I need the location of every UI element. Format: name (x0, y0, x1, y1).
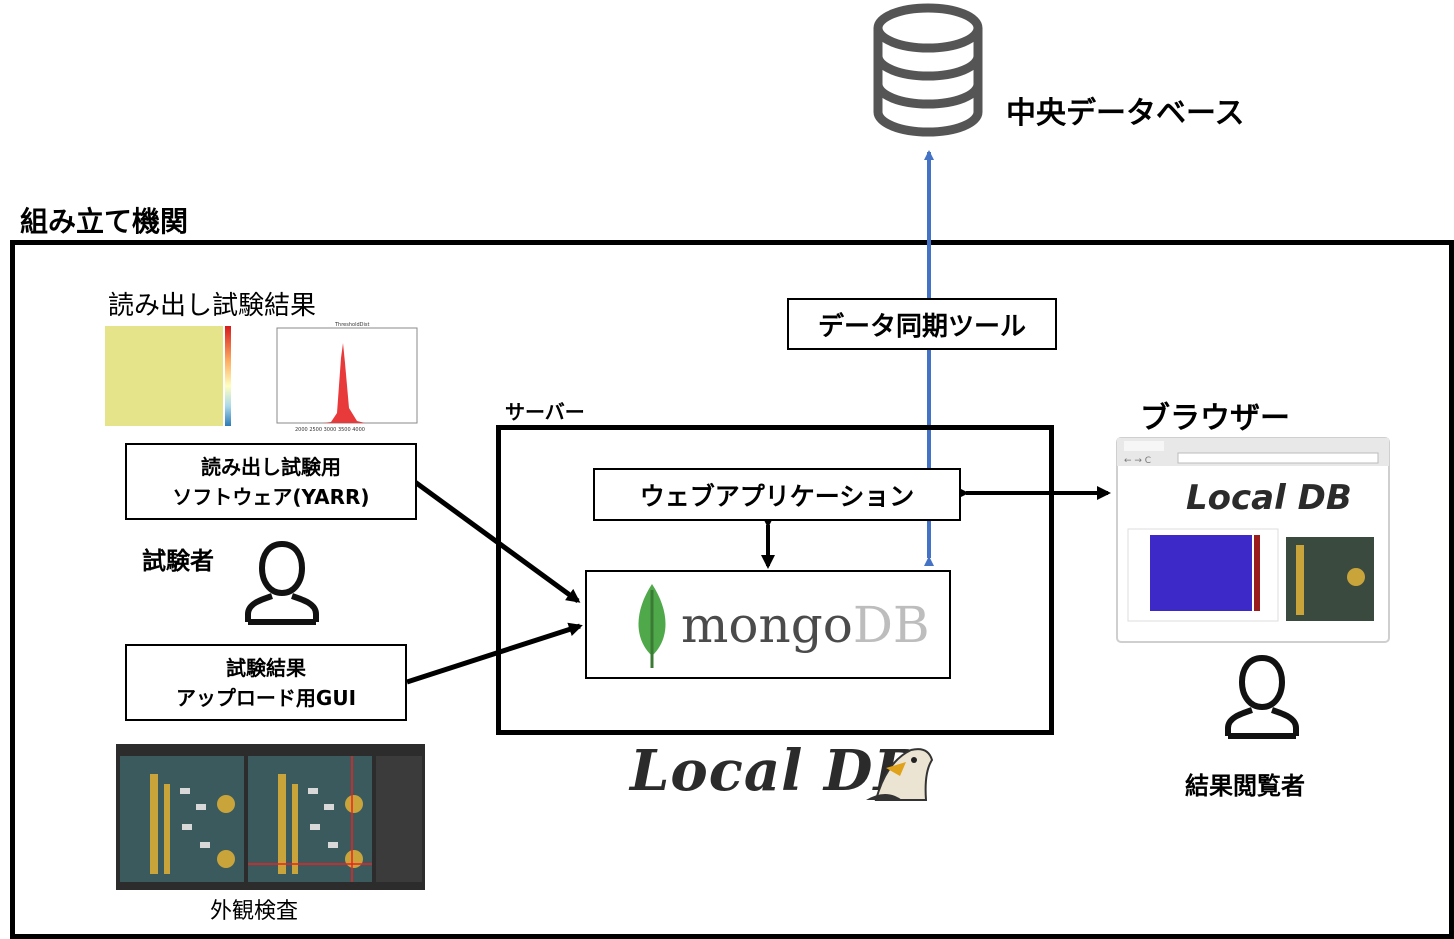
localdb-logo: Local DB (630, 738, 922, 804)
central-db-label: 中央データベース (1006, 96, 1245, 131)
tester-user-icon (245, 540, 319, 625)
yarr-line2: ソフトウェア(YARR) (172, 484, 370, 509)
gui-to-mongo-arrow (406, 622, 583, 685)
readout-plots: ThresholdDist 2000 2500 3000 3500 4000 (105, 322, 418, 433)
readout-results-label: 読み出し試験結果 (108, 291, 317, 321)
viewer-label: 結果閲覧者 (1185, 772, 1305, 800)
browser-window-image: ← → C Local DB (1116, 437, 1390, 643)
visual-inspection-label: 外観検査 (210, 899, 299, 924)
eagle-icon (866, 748, 934, 801)
viewer-user-icon (1225, 654, 1299, 739)
svg-text:ThresholdDist: ThresholdDist (334, 322, 369, 328)
visual-inspection-image (116, 744, 425, 890)
mongodb-leaf-icon (638, 583, 666, 668)
browser-label: ブラウザー (1140, 401, 1290, 436)
svg-text:← → C: ← → C (1124, 456, 1151, 466)
mongodb-text: mongoDB (681, 595, 930, 654)
svg-text:2000 2500 3000 3500 40: 2000 2500 3000 3500 4000 (295, 427, 365, 433)
org-frame (10, 240, 1454, 939)
svg-text:Local DB: Local DB (1186, 478, 1352, 518)
database-icon (873, 3, 983, 137)
mongodb-box: mongoDB (585, 570, 951, 679)
tester-label: 試験者 (142, 547, 214, 575)
server-label: サーバー (505, 400, 585, 424)
server-frame (496, 425, 1054, 735)
yarr-software-box: 読み出し試験用 ソフトウェア(YARR) (125, 443, 417, 520)
org-label: 組み立て機関 (20, 205, 189, 238)
upload-gui-box: 試験結果 アップロード用GUI (125, 644, 407, 721)
gui-line1: 試験結果 (226, 655, 306, 680)
webapp-box: ウェブアプリケーション (593, 468, 961, 521)
gui-line2: アップロード用GUI (175, 685, 357, 710)
sync-tool-box: データ同期ツール (787, 298, 1057, 350)
yarr-line1: 読み出し試験用 (201, 454, 341, 479)
